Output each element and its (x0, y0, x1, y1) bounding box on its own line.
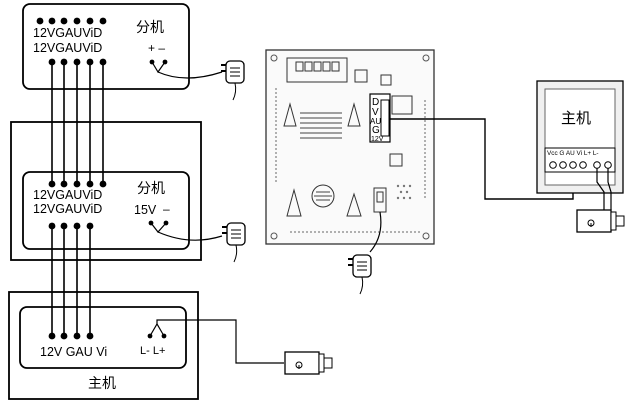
master-bottom-lock-terminals: L- L+ (140, 345, 165, 357)
substation-mid-terminals-lower: 12VGAUViD (33, 202, 102, 216)
master-bottom: 12V GAU Vi L- L+ 主机 (8, 291, 284, 400)
pcb-label-v: V (372, 107, 379, 118)
bus-wires-upper (51, 62, 104, 184)
substation-top-polarity: + ‒ (148, 41, 165, 55)
substation-top-terminals-upper: 12VGAUViD (33, 26, 102, 40)
power-adapter-icon (221, 222, 246, 263)
pcb-connector: D V AU G 12V (369, 93, 391, 143)
pcb-label-au: AU (370, 117, 381, 126)
substation-top-terminals-lower: 12VGAUViD (33, 41, 102, 55)
substation-mid: 12VGAUViD 12VGAUViD 分机 15V ‒ (10, 121, 223, 261)
substation-top-title: 分机 (136, 20, 164, 36)
master-right-terminals: Vcc G AU Vi L+ L- (547, 150, 599, 157)
pcb-label-g: G (372, 125, 380, 136)
master-bottom-title: 主机 (88, 376, 116, 392)
master-right-title: 主机 (561, 109, 591, 127)
pcb-label-12v: 12V (371, 136, 384, 143)
master-right: 主机 Vcc G AU Vi L+ L- (536, 80, 624, 210)
power-adapter-icon (347, 254, 372, 295)
master-bottom-terminals: 12V GAU Vi (40, 345, 107, 359)
power-adapter-icon (220, 60, 245, 101)
substation-mid-polarity: ‒ (163, 202, 170, 216)
pcb-board (265, 49, 435, 253)
substation-mid-title: 分机 (137, 181, 165, 197)
bus-wires-lower (51, 226, 91, 336)
substation-mid-terminals-upper: 12VGAUViD (33, 188, 102, 202)
substation-mid-supply: 15V (134, 203, 157, 217)
substation-top: 12VGAUViD 12VGAUViD 分机 + ‒ (22, 3, 223, 90)
electric-lock-icon (576, 209, 625, 233)
pcb-label-d: D (372, 97, 379, 108)
electric-lock-icon (284, 351, 333, 375)
